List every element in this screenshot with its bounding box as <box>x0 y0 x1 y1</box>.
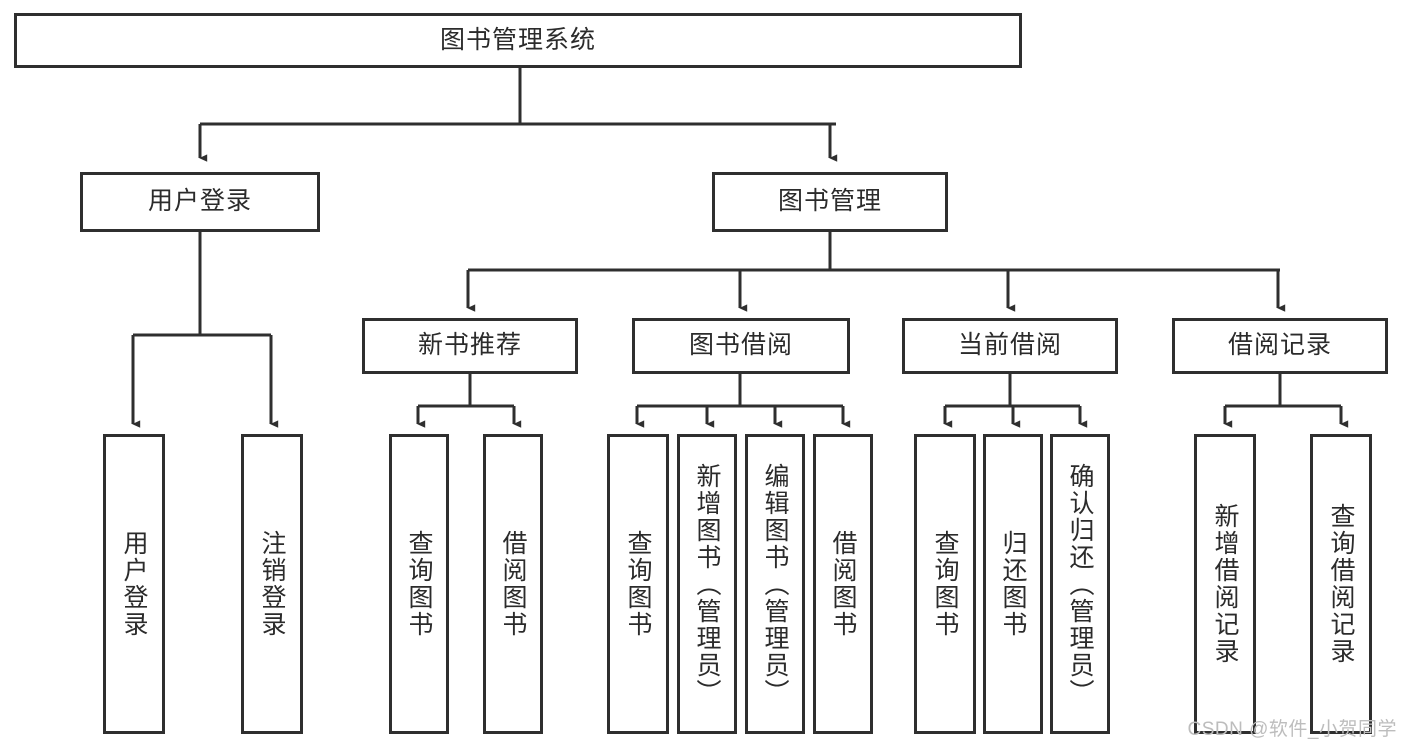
node-label: 查询图书 <box>405 530 433 638</box>
node-label: 借阅图书 <box>829 530 857 638</box>
leaf-user-login[interactable]: 用户登录 <box>103 434 165 734</box>
node-borrow-record[interactable]: 借阅记录 <box>1172 318 1388 374</box>
node-label: 图书管理系统 <box>439 25 596 54</box>
node-label: 用户登录 <box>147 187 252 216</box>
node-label: 归还图书 <box>999 530 1027 638</box>
node-label: 确认归还（管理员） <box>1066 462 1094 706</box>
node-label: 编辑图书（管理员） <box>761 462 789 706</box>
leaf-add-borrow-record[interactable]: 新增借阅记录 <box>1194 434 1256 734</box>
node-label: 新书推荐 <box>417 331 522 360</box>
leaf-query-borrow-record[interactable]: 查询借阅记录 <box>1310 434 1372 734</box>
node-label: 新增图书（管理员） <box>693 462 721 706</box>
node-current-borrow[interactable]: 当前借阅 <box>902 318 1118 374</box>
leaf-return-book[interactable]: 归还图书 <box>983 434 1043 734</box>
node-book-management[interactable]: 图书管理 <box>712 172 948 232</box>
edge-group-root <box>198 68 838 162</box>
leaf-borrow-book-new[interactable]: 借阅图书 <box>483 434 543 734</box>
leaf-add-book-admin[interactable]: 新增图书（管理员） <box>677 434 737 734</box>
watermark: CSDN @软件_小贺同学 <box>1187 719 1397 740</box>
node-label: 注销登录 <box>258 530 286 638</box>
node-label: 当前借阅 <box>957 331 1062 360</box>
leaf-query-book-borrow[interactable]: 查询图书 <box>607 434 669 734</box>
node-label: 图书管理 <box>777 187 882 216</box>
leaf-logout[interactable]: 注销登录 <box>241 434 303 734</box>
leaf-query-book-new[interactable]: 查询图书 <box>389 434 449 734</box>
edge-group-book-management <box>466 232 1286 312</box>
leaf-edit-book-admin[interactable]: 编辑图书（管理员） <box>745 434 805 734</box>
node-label: 用户登录 <box>120 530 148 638</box>
node-label: 借阅图书 <box>499 530 527 638</box>
node-label: 新增借阅记录 <box>1211 503 1239 665</box>
node-user-login[interactable]: 用户登录 <box>80 172 320 232</box>
node-label: 查询借阅记录 <box>1327 503 1355 665</box>
edge-group-user-login <box>131 232 279 428</box>
node-root-system[interactable]: 图书管理系统 <box>14 13 1022 68</box>
edge-group-borrow-record <box>1223 374 1349 428</box>
node-label: 查询图书 <box>931 530 959 638</box>
leaf-borrow-book[interactable]: 借阅图书 <box>813 434 873 734</box>
node-new-book-recommend[interactable]: 新书推荐 <box>362 318 578 374</box>
node-book-borrow[interactable]: 图书借阅 <box>632 318 850 374</box>
node-label: 图书借阅 <box>688 331 793 360</box>
node-label: 借阅记录 <box>1227 331 1332 360</box>
edge-group-new-book <box>416 374 522 428</box>
leaf-query-book-current[interactable]: 查询图书 <box>914 434 976 734</box>
edge-group-book-borrow <box>635 374 851 428</box>
node-label: 查询图书 <box>624 530 652 638</box>
edge-group-current-borrow <box>943 374 1088 428</box>
leaf-confirm-return-admin[interactable]: 确认归还（管理员） <box>1050 434 1110 734</box>
